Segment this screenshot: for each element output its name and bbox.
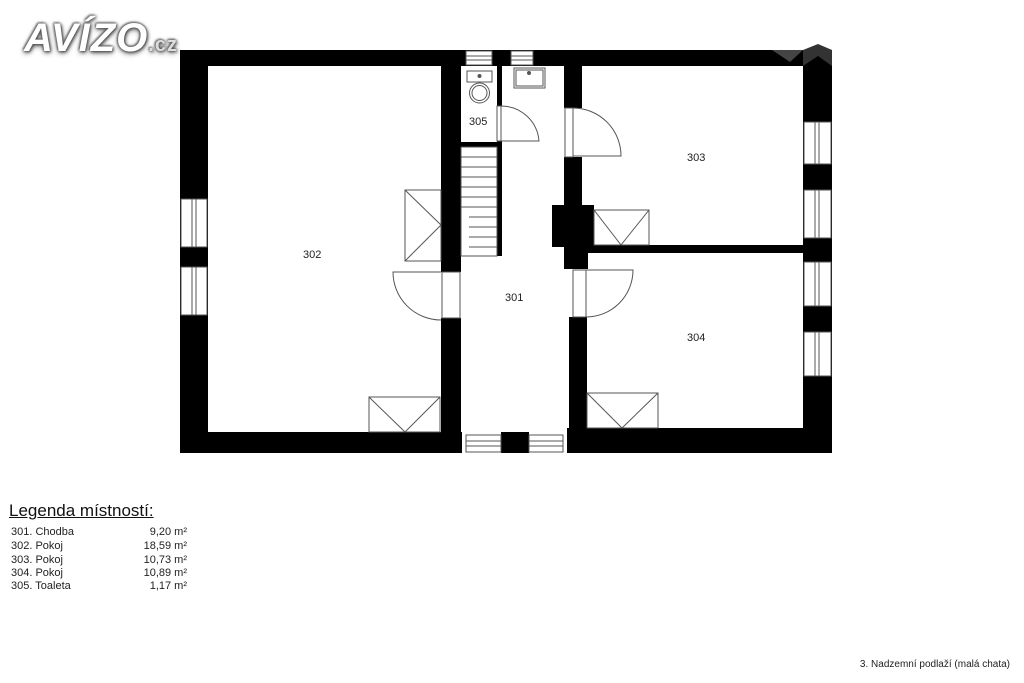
legend-item: 302. Pokoj 18,59 m²	[11, 540, 187, 553]
legend-title: Legenda místností:	[9, 501, 154, 520]
room-305-label: 305	[469, 116, 488, 128]
legend-item-area: 1,17 m²	[149, 580, 187, 592]
logo-text: AVÍZO	[24, 16, 149, 60]
legend-item-name: 303. Pokoj	[11, 554, 63, 566]
legend-item: 303. Pokoj 10,73 m²	[11, 554, 187, 567]
legend-item: 304. Pokoj 10,89 m²	[11, 567, 187, 580]
legend-item: 301. Chodba 9,20 m²	[11, 526, 187, 539]
legend-item-name: 304. Pokoj	[11, 567, 63, 579]
logo-suffix: .cz	[148, 34, 178, 56]
legend-item-area: 10,89 m²	[143, 567, 187, 579]
room-301-label: 301	[505, 292, 524, 304]
room-302-label: 302	[303, 249, 322, 261]
legend-item-name: 302. Pokoj	[11, 540, 63, 552]
room-304-label: 304	[687, 332, 706, 344]
legend-item-area: 18,59 m²	[143, 540, 187, 552]
floor-caption: 3. Nadzemní podlaží (malá chata)	[859, 659, 1010, 670]
legend-item-name: 301. Chodba	[11, 526, 74, 538]
legend-item-area: 10,73 m²	[143, 554, 187, 566]
legend-item-area: 9,20 m²	[149, 526, 187, 538]
room-303-label: 303	[687, 152, 706, 164]
legend-item: 305. Toaleta 1,17 m²	[11, 580, 187, 593]
avizo-logo: AVÍZO.cz	[24, 18, 178, 65]
legend-item-name: 305. Toaleta	[11, 580, 71, 592]
